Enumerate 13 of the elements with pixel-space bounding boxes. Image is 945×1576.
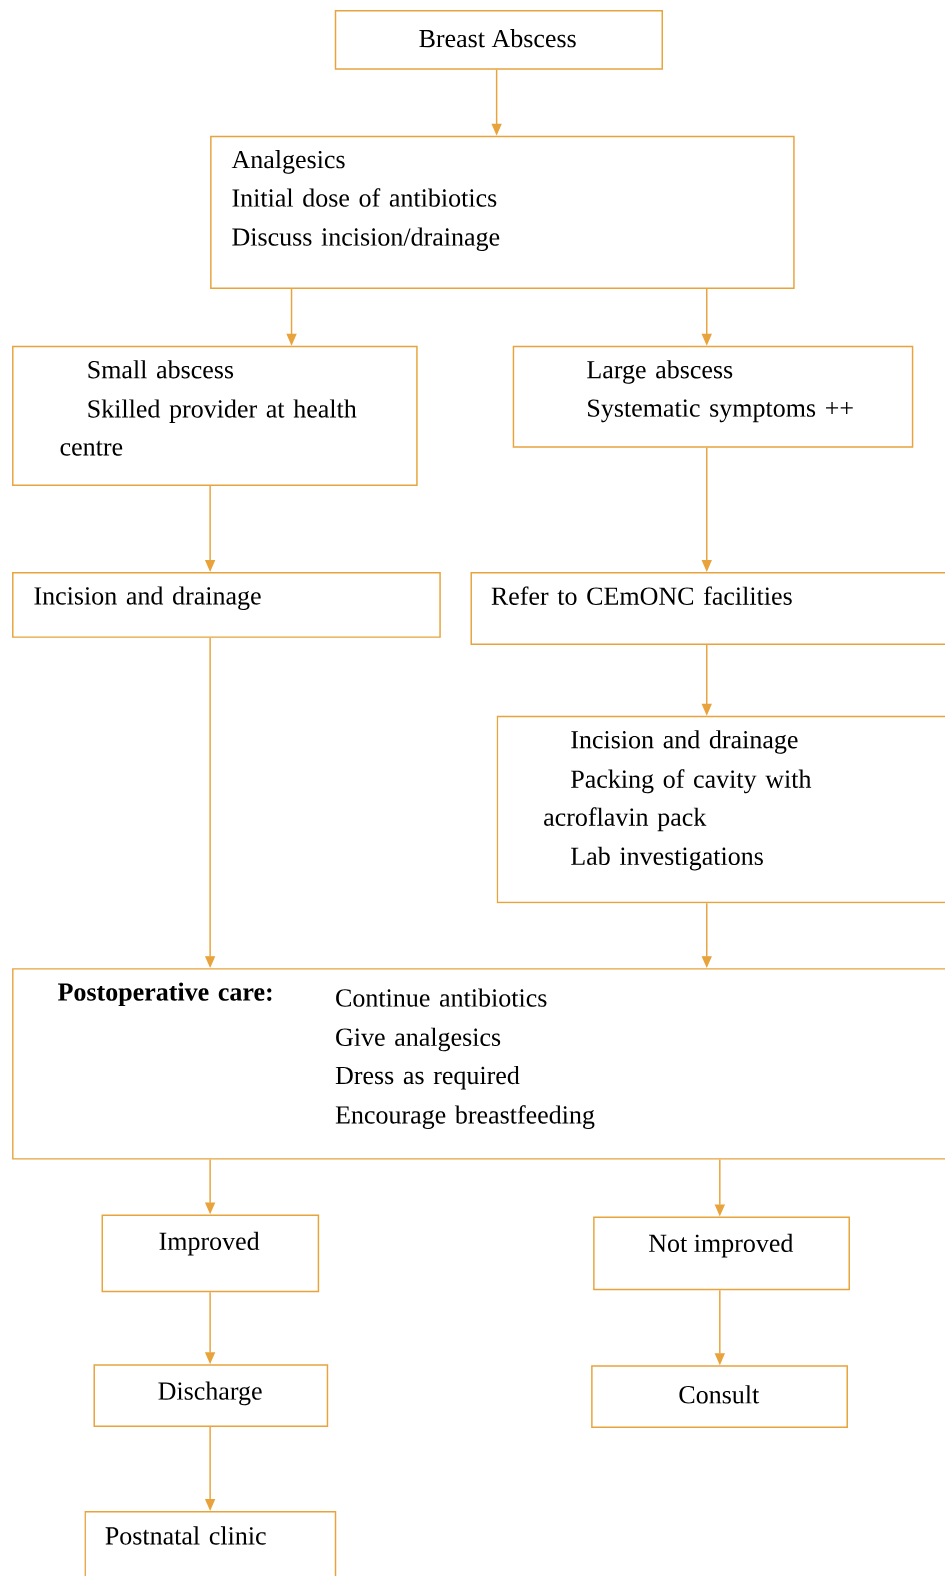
process-box: Breast Abscess	[334, 10, 663, 70]
process-box: Incision and drainage Packing of cavity with acroflavin pack Lab investigations	[496, 715, 945, 904]
process-box: Incision and drainage	[12, 572, 441, 638]
process-box: Large abscess Systematic symptoms ++	[512, 345, 914, 448]
process-box: Postoperative care: Continue antibiotics Give analgesics Dress as required Encourage breastfeeding	[12, 968, 945, 1160]
process-box: Postnatal clinic	[84, 1511, 337, 1576]
process-box: Analgesics Initial dose of antibiotics Discuss incision/drainage	[210, 135, 795, 289]
process-box: Small abscess Skilled provider at health centre	[12, 345, 418, 487]
process-box: Refer to CEmONC facilities	[470, 572, 945, 645]
process-box: Improved	[101, 1214, 320, 1293]
process-box: Consult	[591, 1365, 848, 1429]
process-box: Not improved	[593, 1216, 850, 1291]
process-box: Discharge	[93, 1364, 329, 1428]
